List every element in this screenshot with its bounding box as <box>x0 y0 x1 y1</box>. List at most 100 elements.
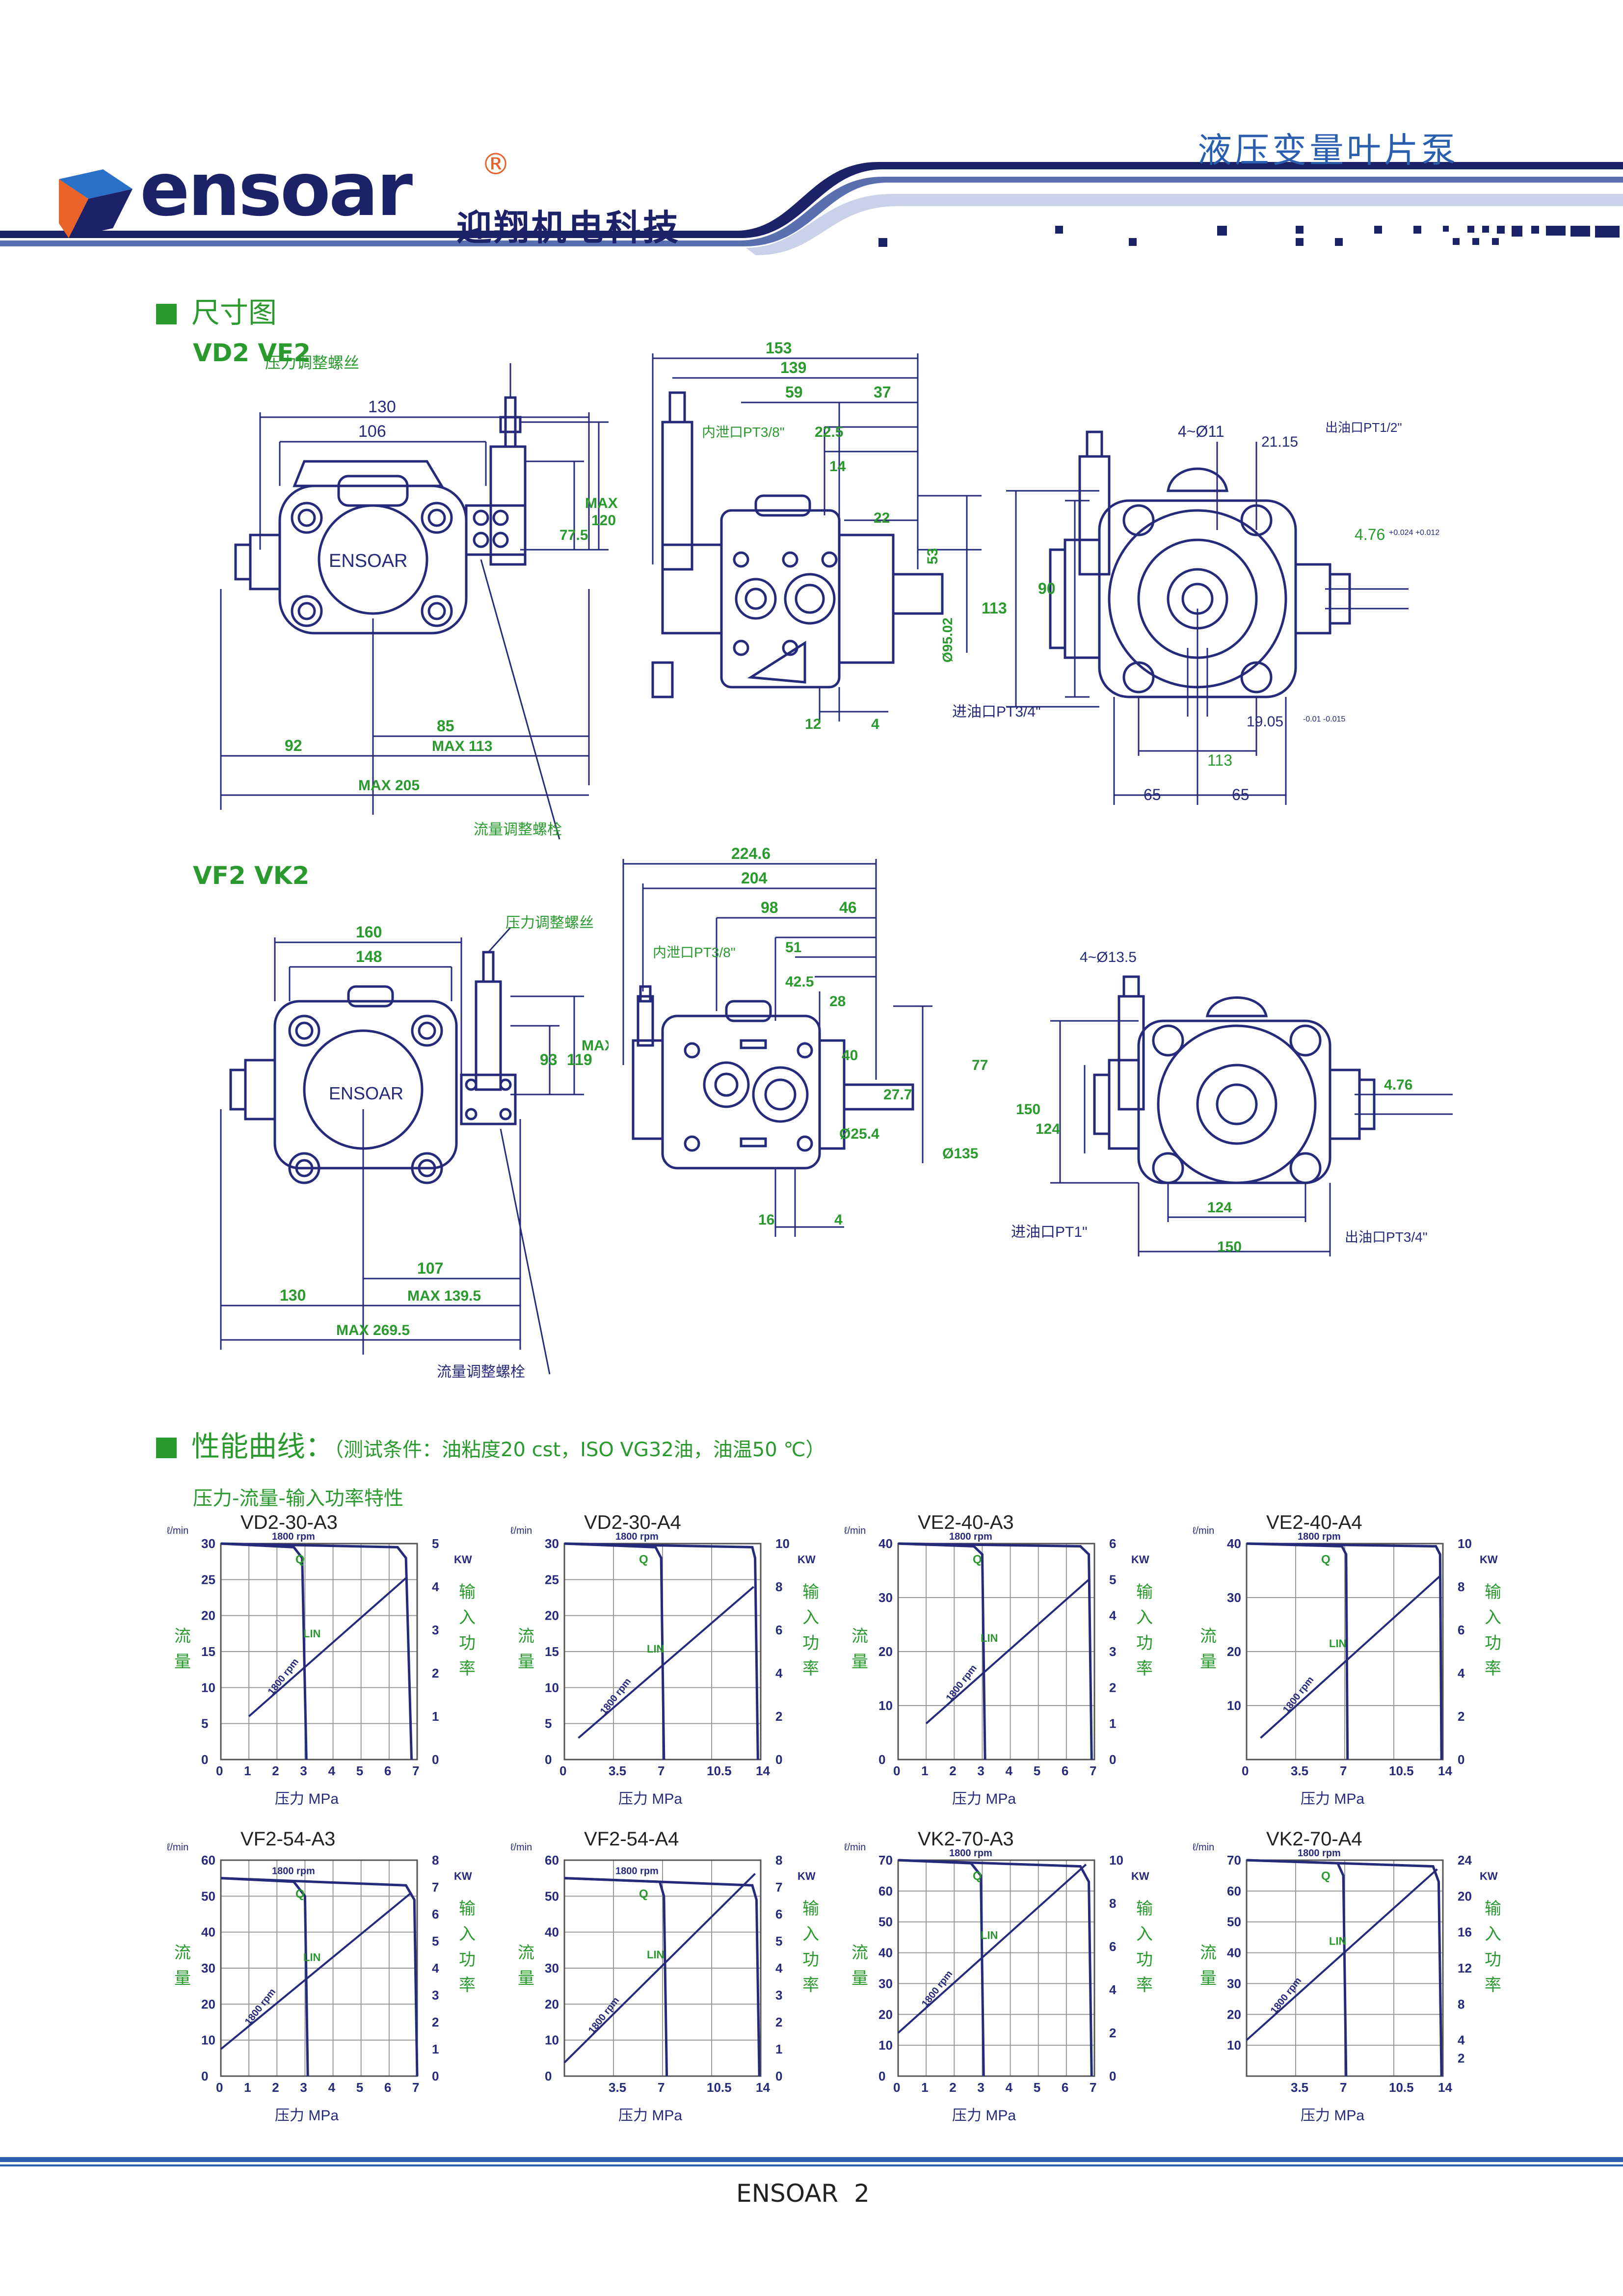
dim-14: 14 <box>829 458 846 475</box>
chart-title: VF2-54-A3 <box>240 1828 335 1850</box>
y-tick-label: 0 <box>878 2069 885 2083</box>
series-label-lin: LIN <box>981 1632 998 1644</box>
power-axis-label: 入 <box>802 1925 819 1944</box>
plot-frame <box>897 1859 1095 2077</box>
y-tick-label: 50 <box>545 1889 559 1903</box>
series-label-q: Q <box>639 1553 648 1566</box>
flow-axis-label: 量 <box>174 1969 191 1988</box>
x-tick-label: 0 <box>559 1763 566 1778</box>
flow-unit-label: ℓ/min <box>167 1525 188 1536</box>
power-axis-label: 功 <box>459 1634 476 1653</box>
flow-curve <box>1246 1859 1443 2077</box>
y-tick-label: 10 <box>878 2038 893 2053</box>
drawing-vf2-side: 224.6 204 98 46 内泄口PT3/8" 51 42.5 28 40 … <box>622 845 988 1237</box>
dim-65-right: 65 <box>1232 786 1250 803</box>
x-tick-label: 3.5 <box>609 2080 626 2095</box>
y-tick-label: 20 <box>1227 1644 1241 1659</box>
y2-tick-label: 7 <box>775 1880 782 1895</box>
flow-unit-label: ℓ/min <box>1193 1525 1214 1536</box>
y2-tick-label: 5 <box>775 1934 782 1949</box>
power-axis-label: 输 <box>1485 1583 1501 1602</box>
dim-153: 153 <box>766 339 792 357</box>
power-axis-label: 入 <box>1485 1608 1501 1627</box>
y2-tick-label: 8 <box>775 1579 782 1594</box>
x-tick-label: 6 <box>1062 1763 1068 1778</box>
y-tick-label: 30 <box>878 1590 893 1605</box>
footer-rule <box>0 2157 1623 2162</box>
dim-4-b: 4 <box>834 1212 843 1228</box>
y-tick-label: 20 <box>545 1997 559 2011</box>
y2-tick-label: 8 <box>1458 1997 1464 2011</box>
x-tick-label: 4 <box>328 1763 336 1778</box>
y-tick-label: 50 <box>878 1915 893 1929</box>
y2-tick-label: 2 <box>1458 2051 1464 2065</box>
y-tick-label: 40 <box>878 1946 893 1960</box>
x-tick-label: 4 <box>328 2080 336 2095</box>
y2-tick-label: 2 <box>1109 1680 1116 1695</box>
power-axis-label: 入 <box>459 1608 476 1627</box>
x-tick-label: 3 <box>977 2080 984 2095</box>
header-band <box>0 162 1623 238</box>
y-tick-label: 30 <box>878 1976 893 1991</box>
pressure-axis-label: 压力 MPa <box>1301 1791 1364 1807</box>
series-label-rpm: 1800 rpm <box>1298 1531 1341 1542</box>
power-unit-label: KW <box>1131 1870 1149 1882</box>
x-tick-label: 2 <box>272 2080 279 2095</box>
dim-4-76: 4.76 <box>1355 526 1385 543</box>
drain-label-2: 内泄口PT3/8" <box>653 945 736 960</box>
power-curve <box>578 1586 755 1739</box>
y-tick-label: 5 <box>545 1716 552 1731</box>
chart-title: VD2-30-A3 <box>240 1512 338 1533</box>
perf-section-heading: 性能曲线：（测试条件：油粘度20 cst，ISO VG32油，油温50 ℃） <box>156 1423 825 1465</box>
dim-204: 204 <box>741 869 768 887</box>
drawing-vf2-rear: 4~Ø13.5 4.76 150 124 进油口PT1" 124 150 出油口… <box>1011 949 1453 1256</box>
flow-unit-label: ℓ/min <box>510 1525 532 1536</box>
y2-tick-label: 7 <box>432 1880 439 1895</box>
series-label-q: Q <box>973 1869 982 1883</box>
y2-tick-label: 3 <box>432 1988 439 2002</box>
dim-37: 37 <box>874 383 891 401</box>
drawing-vd2-side: 153 139 59 37 内泄口PT3/8" 22.5 14 22 53 Ø9… <box>651 339 982 732</box>
series-label-lin: LIN <box>647 1949 664 1961</box>
power-rpm-label: 1800 rpm <box>1281 1675 1316 1715</box>
power-curve <box>897 1864 1087 2034</box>
nameplate-text-2: ENSOAR <box>329 1083 403 1103</box>
pressure-axis-label: 压力 MPa <box>618 2108 682 2124</box>
dim-77: 77 <box>972 1057 988 1073</box>
nameplate-text: ENSOAR <box>329 551 407 571</box>
flow-axis-label: 流 <box>851 1627 868 1646</box>
power-axis-label: 率 <box>459 1659 476 1678</box>
x-tick-label: 3 <box>300 2080 307 2095</box>
plot-frame <box>563 1543 762 1761</box>
y-tick-label: 40 <box>1227 1536 1241 1551</box>
y2-tick-label: 8 <box>775 1853 782 1868</box>
footer-text: ENSOAR 2 <box>736 2179 870 2208</box>
drawing-vd2-rear: 4~Ø11 21.15 出油口PT1/2" 4.76 +0.024 +0.012… <box>952 420 1439 805</box>
brand-logo-text: ensoar <box>140 147 413 233</box>
flow-curve <box>220 1542 413 1760</box>
y2-tick-label: 4 <box>1109 1608 1117 1623</box>
x-tick-label: 5 <box>1034 1763 1040 1778</box>
series-label-q: Q <box>639 1888 648 1901</box>
x-tick-label: 10.5 <box>707 1763 732 1778</box>
y2-tick-label: 4 <box>1458 2033 1465 2048</box>
power-axis-label: 功 <box>1485 1634 1501 1653</box>
flow-curve <box>564 1877 761 2077</box>
power-axis-label: 入 <box>802 1608 819 1627</box>
y2-tick-label: 0 <box>432 2069 439 2083</box>
dim-21-15: 21.15 <box>1261 434 1298 450</box>
logo-icon <box>59 169 133 238</box>
power-axis-label: 输 <box>459 1583 476 1602</box>
y-tick-label: 5 <box>201 1716 208 1731</box>
series-label-rpm: 1800 rpm <box>949 1531 992 1542</box>
y2-tick-label: 10 <box>775 1536 790 1551</box>
outlet-label: 出油口PT1/2" <box>1325 420 1402 435</box>
flow-axis-label: 流 <box>1200 1944 1217 1962</box>
dim-max-2: MAX <box>582 1038 609 1054</box>
dim-46: 46 <box>839 899 857 916</box>
y-tick-label: 30 <box>1227 1590 1241 1605</box>
x-tick-label: 10.5 <box>707 2080 732 2095</box>
